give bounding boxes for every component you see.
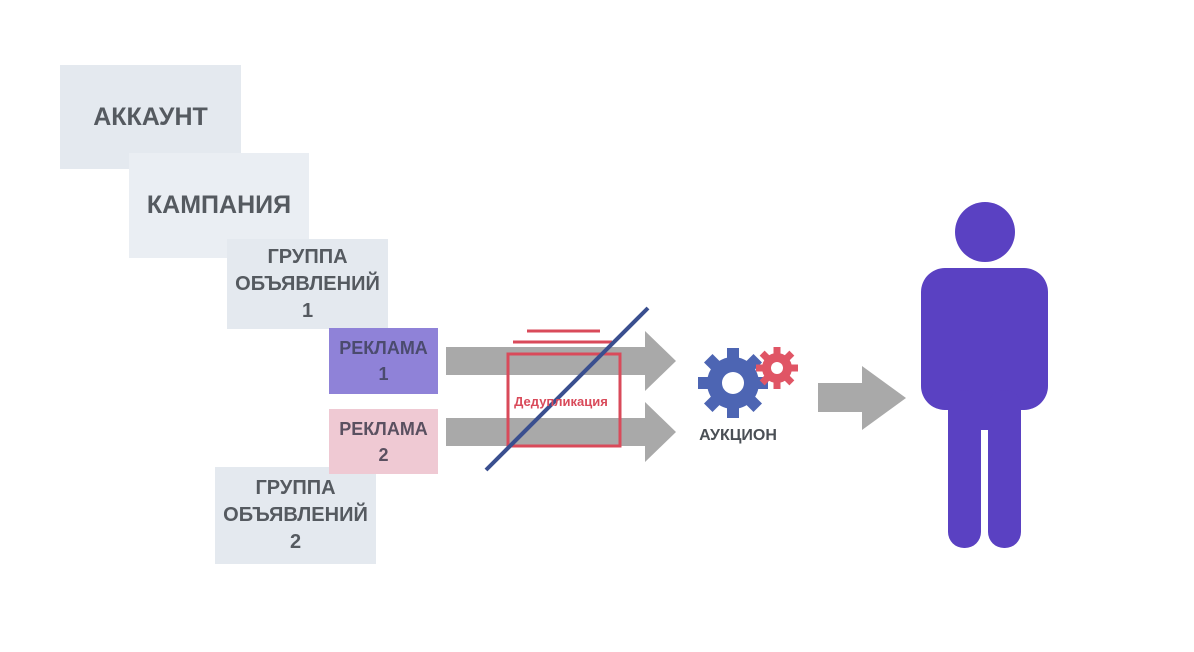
ad-2-box: РЕКЛАМА 2 xyxy=(329,409,438,474)
ad-1-box: РЕКЛАМА 1 xyxy=(329,328,438,394)
ad-group-1-box: ГРУППА ОБЪЯВЛЕНИЙ 1 xyxy=(227,239,388,329)
auction-label: АУКЦИОН xyxy=(699,427,777,444)
person-icon xyxy=(921,202,1048,548)
ad-group-2-box: ГРУППА ОБЪЯВЛЕНИЙ 2 xyxy=(215,467,376,564)
campaign-label: КАМПАНИЯ xyxy=(146,191,292,219)
arrow-right-icon xyxy=(446,402,676,462)
dedup-label: Дедупликация xyxy=(514,394,608,409)
arrow-right-icon xyxy=(446,331,676,391)
ad-2-label: РЕКЛАМА 2 xyxy=(339,418,428,465)
ad-1-label: РЕКЛАМА 1 xyxy=(339,338,428,384)
ad-group-1-label: ГРУППА ОБЪЯВЛЕНИЙ 1 xyxy=(235,245,380,322)
ad-group-2-label: ГРУППА ОБЪЯВЛЕНИЙ 2 xyxy=(223,477,368,553)
account-box: АККАУНТ xyxy=(60,65,241,169)
strike-line xyxy=(484,306,650,472)
gears-icon xyxy=(698,347,798,418)
account-label: АККАУНТ xyxy=(93,102,208,131)
dedup-box-icon xyxy=(506,329,622,448)
arrow-right-icon xyxy=(818,366,906,430)
